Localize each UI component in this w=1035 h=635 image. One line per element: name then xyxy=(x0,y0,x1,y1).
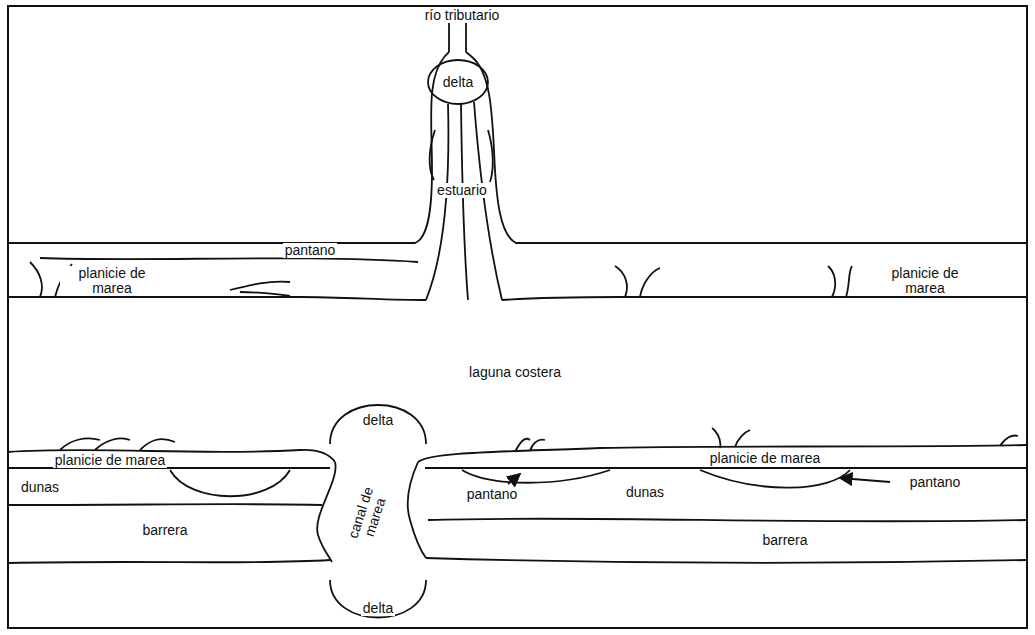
tidal-flat-label: planicie de marea xyxy=(708,451,823,466)
barrier-label: barrera xyxy=(140,523,189,538)
dunes-label: dunas xyxy=(624,485,666,500)
estuary-label: estuario xyxy=(435,183,489,198)
dunes-label: dunas xyxy=(19,480,61,495)
lagoon-label: laguna costera xyxy=(467,365,563,380)
tidal-flat-label: planicie de marea xyxy=(60,266,164,296)
tidal-flat-label: planicie de marea xyxy=(53,453,168,468)
delta-label: delta xyxy=(361,601,395,616)
marsh-label: pantano xyxy=(465,487,520,502)
barrier-label: barrera xyxy=(760,533,809,548)
river-label: río tributario xyxy=(423,8,502,23)
marsh-label: pantano xyxy=(283,243,338,258)
delta-label: delta xyxy=(361,413,395,428)
delta-label: delta xyxy=(441,75,475,90)
channel-label: canal de marea xyxy=(342,475,393,555)
tidal-flat-label: planicie de marea xyxy=(873,266,977,296)
marsh-label: pantano xyxy=(908,475,963,490)
